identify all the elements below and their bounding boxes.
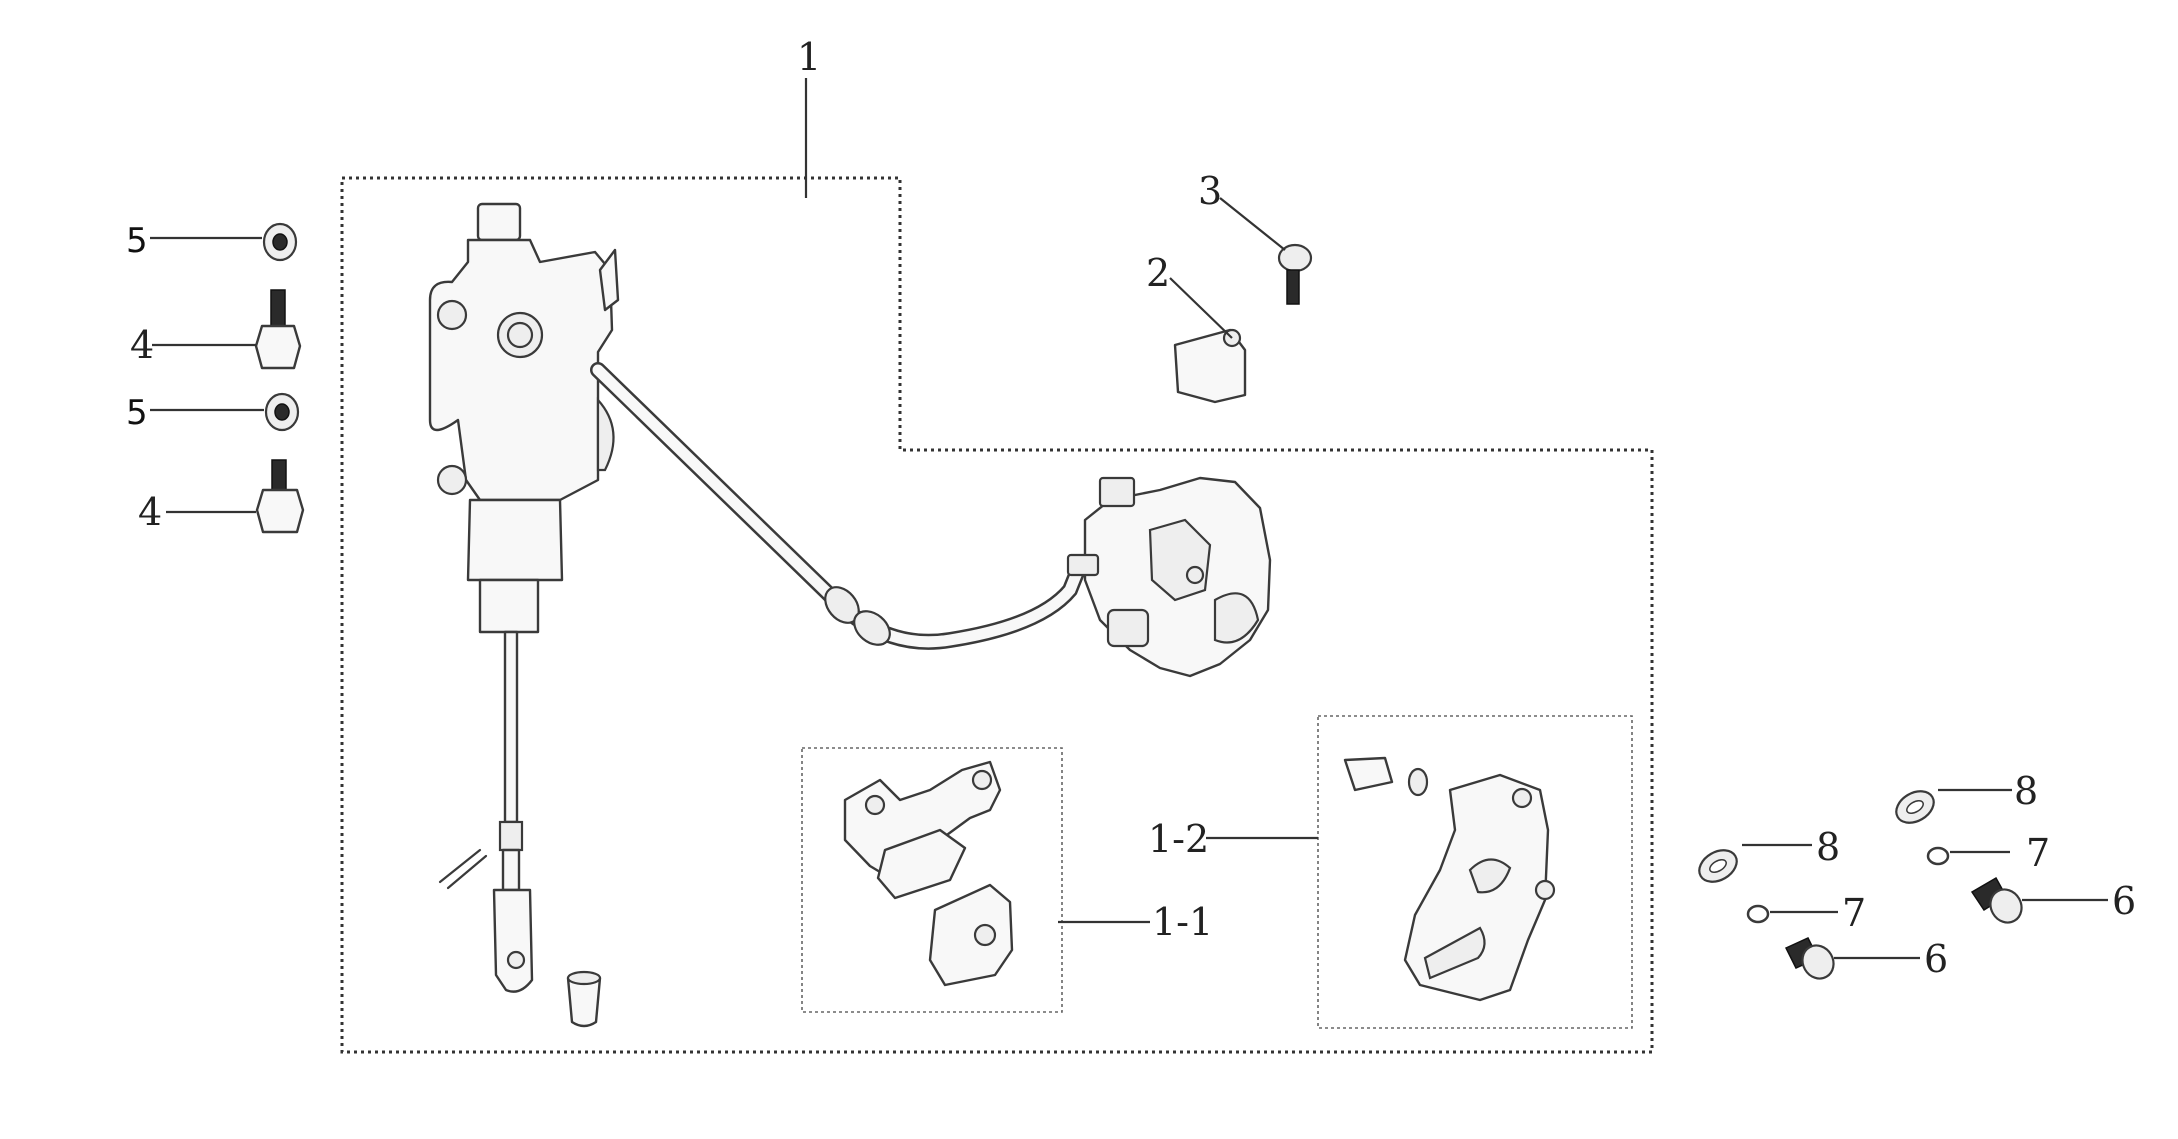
callout-4-top: 4 [130,323,154,367]
callout-6-upper: 6 [2112,879,2136,923]
lock-washer-7-upper [1926,846,1950,866]
bolt-6-upper [1970,876,2023,924]
master-cylinder [428,202,620,634]
assembly-1-boundary [340,176,1654,1054]
subassembly-1-1-boundary [801,747,1063,1013]
callout-7-upper: 7 [2026,831,2050,875]
push-rod-clevis [438,630,602,1028]
callout-1: 1 [797,35,821,79]
flange-nut-5-top [262,222,298,262]
callout-4-bottom: 4 [138,490,162,534]
subassembly-1-2-boundary [1317,715,1633,1029]
brake-pads-set [843,760,1014,987]
brake-caliper [1066,476,1272,678]
bolt-4-bottom [255,459,305,534]
flange-bolt-3 [1277,243,1313,305]
hose-clip [1173,328,1247,404]
caliper-bracket-set [1343,756,1556,1002]
callout-8-lower: 8 [1816,825,1840,869]
washer-8-lower [1698,849,1738,883]
callout-8-upper: 8 [2014,769,2038,813]
callout-5-top: 5 [126,221,148,261]
bolt-4-top [254,289,302,370]
brake-hose [590,362,1088,650]
callout-6-lower: 6 [1924,937,1948,981]
callout-1-2: 1-2 [1148,817,1209,861]
callout-5-bottom: 5 [126,393,148,433]
bolt-6-lower [1784,937,1835,980]
callout-7-lower: 7 [1842,891,1866,935]
lock-washer-7-lower [1746,904,1770,924]
callout-2: 2 [1146,251,1170,295]
washer-8-upper [1895,790,1935,824]
callout-3: 3 [1198,169,1222,213]
flange-nut-5-bottom [264,392,300,432]
callout-1-1: 1-1 [1152,900,1213,944]
leader-lines [150,78,2108,960]
